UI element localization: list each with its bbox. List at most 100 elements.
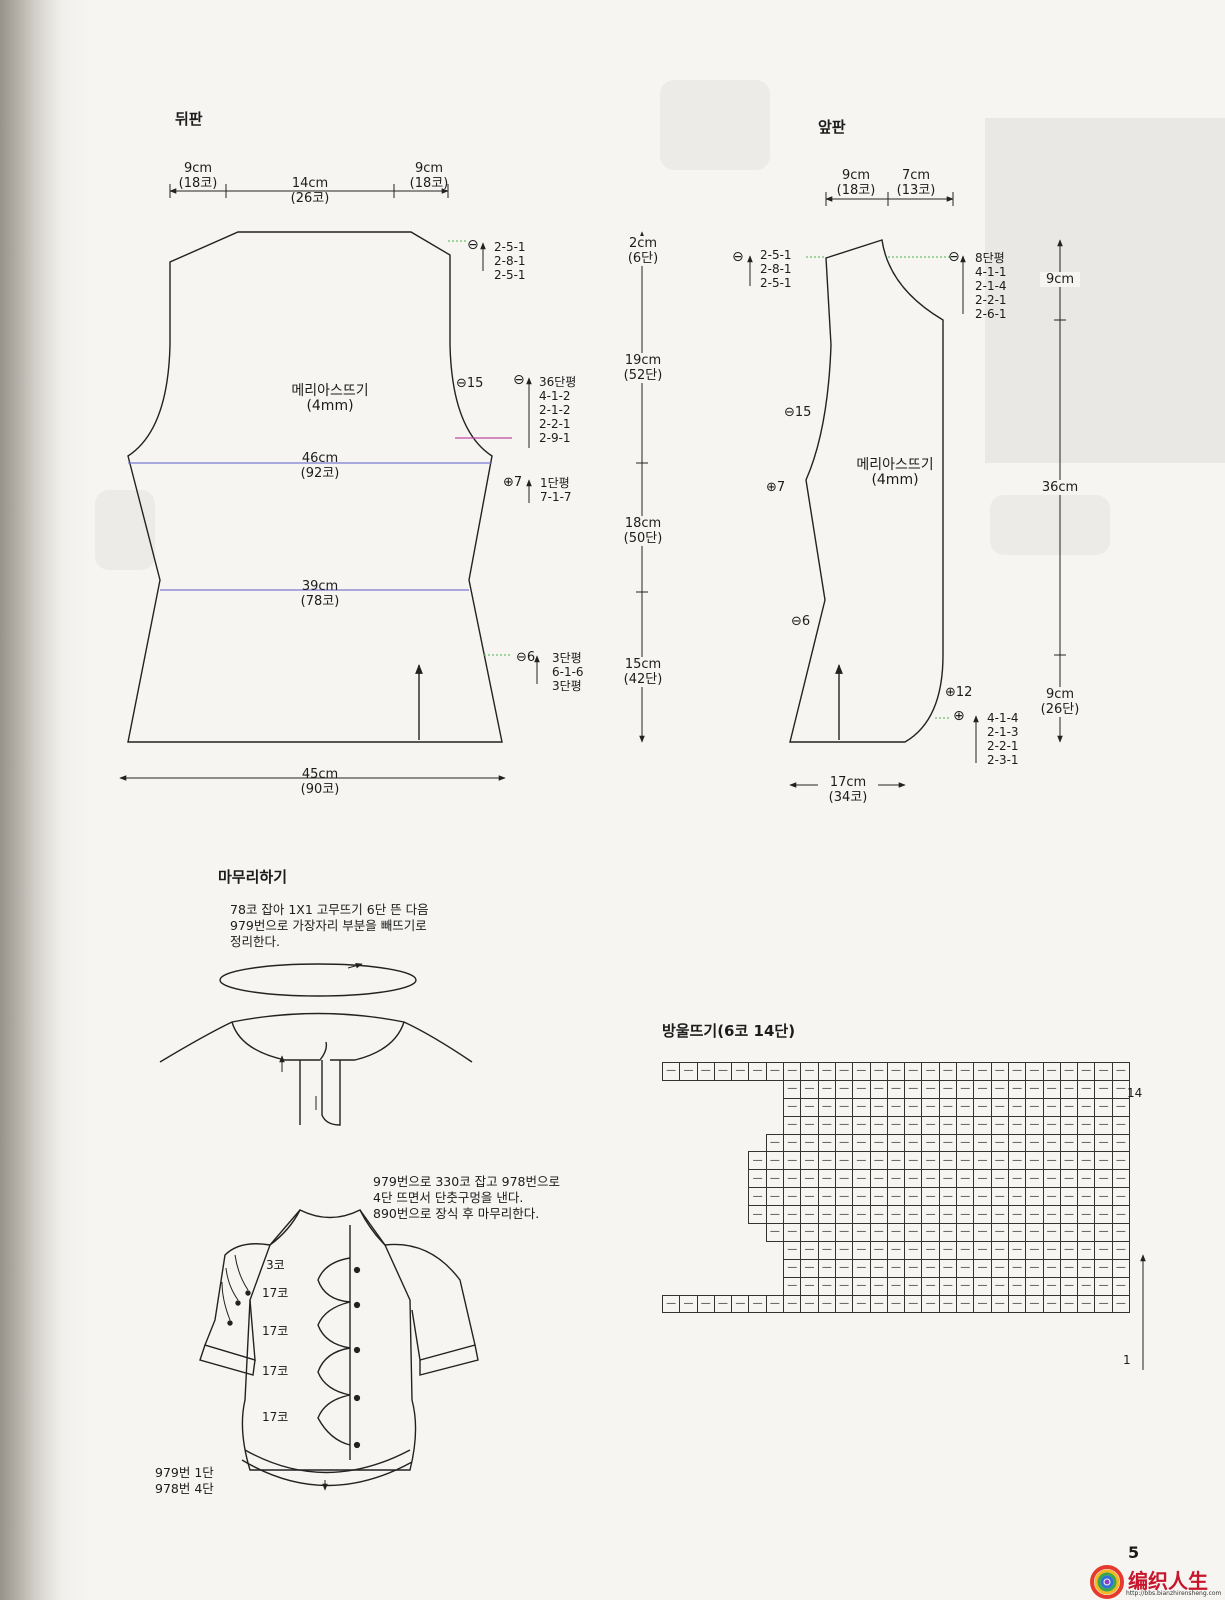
chart-cell-knit: — (765, 1169, 785, 1189)
chart-cell-knit: — (1094, 1258, 1113, 1278)
watermark-url: http://bbs.bianzhirensheng.com (1126, 1590, 1222, 1597)
show-through-shape (990, 495, 1110, 555)
chart-row: —————————————————————— (663, 1187, 1131, 1207)
chart-cell-empty (680, 1188, 697, 1206)
chart-cell-knit: — (1077, 1258, 1096, 1278)
chart-row: ———————————————————— (663, 1079, 1131, 1099)
chart-cell-knit: — (904, 1062, 923, 1081)
chart-cell-knit: — (783, 1062, 802, 1081)
chart-cell-knit: — (834, 1205, 854, 1225)
chart-cell-empty (766, 1116, 783, 1134)
chart-cell-knit: — (921, 1079, 940, 1099)
chart-cell-knit: — (783, 1115, 802, 1135)
front-armhole-mark: ⊖15 (784, 405, 812, 420)
chart-cell-knit: — (938, 1294, 958, 1314)
chart-cell-empty (714, 1277, 731, 1295)
chart-cell-knit: — (886, 1240, 906, 1260)
chart-cell-knit: — (990, 1294, 1009, 1314)
chart-cell-knit: — (1077, 1115, 1096, 1135)
chart-cell-knit: — (938, 1062, 958, 1081)
chart-cell-knit: — (1059, 1258, 1079, 1278)
chart-cell-knit: — (1094, 1240, 1113, 1260)
chart-cell-knit: — (904, 1223, 923, 1242)
chart-cell-knit: — (800, 1151, 819, 1171)
chart-cell-knit: — (1042, 1079, 1061, 1099)
chart-cell-knit: — (765, 1187, 785, 1207)
chart-cell-knit: — (834, 1276, 854, 1296)
page-number: 5 (1128, 1543, 1140, 1562)
chart-cell-knit: — (904, 1205, 923, 1225)
chart-row: —————————————————————— (663, 1205, 1131, 1225)
chart-cell-empty (697, 1188, 714, 1206)
chart-cell-knit: — (1094, 1187, 1113, 1207)
chart-cell-knit: — (973, 1062, 992, 1081)
chart-cell-knit: — (834, 1151, 854, 1171)
chart-cell-knit: — (921, 1062, 940, 1081)
chart-cell-empty (714, 1116, 731, 1134)
chart-cell-knit: — (748, 1151, 767, 1171)
chart-cell-knit: — (990, 1205, 1009, 1225)
chart-cell-knit: — (938, 1223, 958, 1242)
chart-cell-knit: — (696, 1294, 715, 1314)
chart-cell-empty (714, 1152, 731, 1170)
chart-cell-knit: — (1077, 1062, 1096, 1081)
chart-cell-knit: — (783, 1294, 802, 1314)
chart-cell-knit: — (834, 1097, 854, 1117)
chart-cell-knit: — (1094, 1115, 1113, 1135)
chart-row: ———————————————————— (663, 1097, 1131, 1117)
chart-cell-knit: — (817, 1133, 836, 1153)
chart-cell-knit: — (800, 1062, 819, 1081)
chart-cell-knit: — (886, 1187, 906, 1207)
chart-cell-empty (680, 1206, 697, 1224)
chart-cell-knit: — (956, 1151, 975, 1171)
chart-cell-empty (732, 1188, 749, 1206)
chart-cell-knit: — (1111, 1240, 1131, 1260)
chart-cell-knit: — (1007, 1294, 1027, 1314)
chart-cell-knit: — (1059, 1062, 1079, 1081)
chart-cell-knit: — (1007, 1223, 1027, 1242)
back-armhole-mark: ⊖15 (456, 376, 484, 391)
chart-cell-knit: — (783, 1133, 802, 1153)
chart-cell-knit: — (817, 1187, 836, 1207)
chart-cell-knit: — (1111, 1115, 1131, 1135)
chart-cell-empty (714, 1224, 731, 1242)
chart-cell-knit: — (973, 1133, 992, 1153)
chart-cell-knit: — (1094, 1097, 1113, 1117)
chart-cell-knit: — (783, 1205, 802, 1225)
chart-cell-knit: — (1094, 1079, 1113, 1099)
back-hem-mark: ⊖6 (516, 650, 536, 665)
chart-cell-knit: — (904, 1133, 923, 1153)
chart-cell-knit: — (990, 1258, 1009, 1278)
chart-cell-knit: — (817, 1223, 836, 1242)
chart-cell-knit: — (869, 1133, 888, 1153)
back-piece-outline (127, 231, 503, 743)
chart-cell-knit: — (800, 1115, 819, 1135)
chart-cell-empty (663, 1170, 680, 1188)
chart-cell-knit: — (1042, 1205, 1061, 1225)
chart-cell-knit: — (1007, 1205, 1027, 1225)
chart-cell-knit: — (1007, 1151, 1027, 1171)
chart-cell-empty (697, 1170, 714, 1188)
chart-cell-knit: — (1007, 1133, 1027, 1153)
chart-cell-empty (697, 1206, 714, 1224)
chart-cell-knit: — (869, 1187, 888, 1207)
chart-cell-knit: — (748, 1294, 767, 1314)
chart-cell-empty (697, 1259, 714, 1277)
chart-row: ————————————————————— (663, 1133, 1131, 1153)
chart-cell-knit: — (800, 1169, 819, 1189)
chart-cell-knit: — (990, 1240, 1009, 1260)
chart-cell-empty (749, 1224, 766, 1242)
chart-cell-knit: — (990, 1115, 1009, 1135)
chart-cell-knit: — (921, 1240, 940, 1260)
back-title: 뒤판 (175, 110, 203, 128)
chart-cell-knit: — (748, 1187, 767, 1207)
chart-cell-empty (663, 1241, 680, 1259)
chart-cell-empty (697, 1116, 714, 1134)
cardigan-sketch (199, 1209, 479, 1491)
